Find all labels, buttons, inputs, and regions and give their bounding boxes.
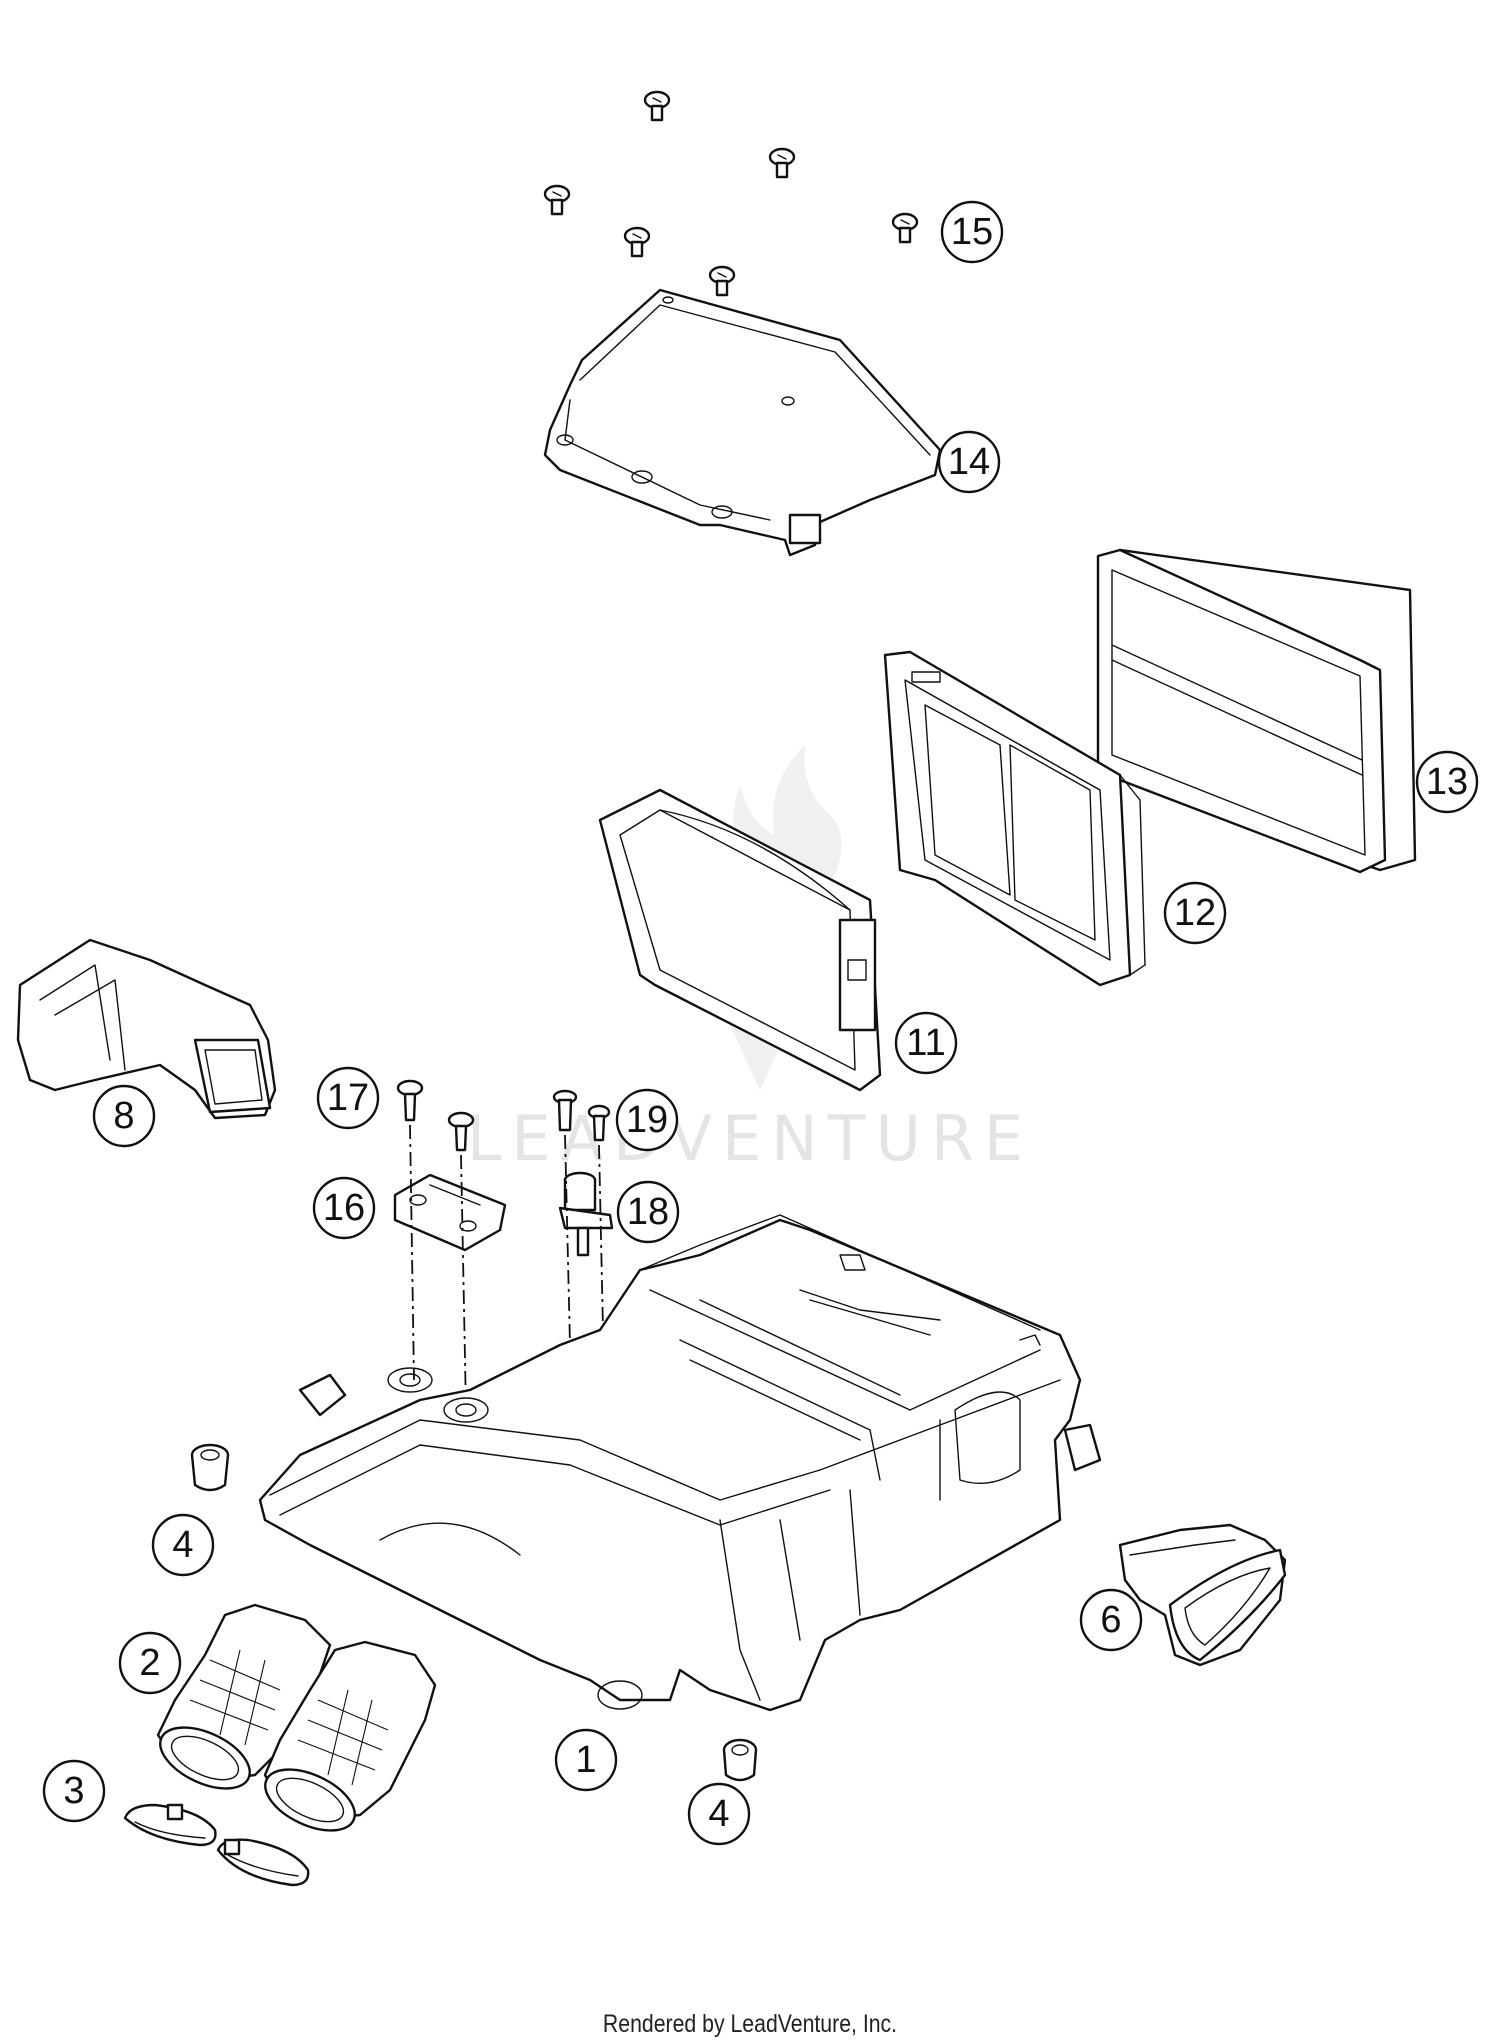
callout-19: 19	[615, 1088, 679, 1152]
clamps-3	[123, 1803, 310, 1887]
callout-label: 19	[626, 1099, 668, 1141]
callout-label: 12	[1174, 892, 1216, 934]
callout-17: 17	[316, 1066, 380, 1130]
callout-label: 4	[708, 1793, 729, 1835]
callout-label: 16	[323, 1187, 365, 1229]
grommet-4-lower	[722, 1738, 758, 1782]
callout-12: 12	[1163, 881, 1227, 945]
intake-manifold-2-right	[263, 1640, 437, 1832]
callout-label: 3	[63, 1770, 84, 1812]
callout-18: 18	[616, 1180, 680, 1244]
bracket-16	[393, 1173, 507, 1252]
callout-14: 14	[937, 430, 1001, 494]
filter-cage-12	[883, 650, 1146, 987]
airbox-body-1	[258, 1214, 1102, 1712]
footer-credit: Rendered by LeadVenture, Inc.	[602, 2010, 898, 2038]
filter-frame-11	[598, 788, 882, 1092]
callout-15: 15	[940, 200, 1004, 264]
screw-19	[552, 1089, 611, 1142]
callout-label: 15	[951, 211, 993, 253]
grommet-4-upper	[190, 1443, 230, 1492]
callout-16: 16	[312, 1176, 376, 1240]
callout-label: 6	[1100, 1599, 1121, 1641]
callout-2: 2	[118, 1631, 182, 1695]
callout-1: 1	[554, 1728, 618, 1792]
intake-boot-6	[1118, 1523, 1287, 1667]
intake-duct-8	[16, 938, 277, 1120]
callout-label: 14	[948, 441, 990, 483]
callout-4-upper: 4	[151, 1513, 215, 1577]
callout-label: 1	[575, 1739, 596, 1781]
callout-8: 8	[92, 1084, 156, 1148]
sensor-18	[558, 1171, 614, 1257]
callout-4-lower: 4	[687, 1782, 751, 1846]
callout-6: 6	[1079, 1588, 1143, 1652]
watermark-text: LEADVENTURE	[467, 1102, 1033, 1175]
callout-3: 3	[42, 1759, 106, 1823]
callout-label: 11	[906, 1022, 945, 1064]
screws-15	[543, 90, 919, 297]
airbox-cover-14	[543, 288, 942, 557]
assembly-lines	[409, 1124, 604, 1411]
air-filter-13	[1096, 548, 1417, 874]
callout-label: 8	[113, 1095, 134, 1137]
callout-11: 11	[894, 1011, 958, 1075]
callout-label: 18	[627, 1191, 669, 1233]
screw-17	[396, 1079, 475, 1152]
callout-label: 13	[1426, 761, 1468, 803]
callout-13: 13	[1415, 750, 1479, 814]
callout-label: 2	[139, 1642, 160, 1684]
callout-label: 4	[172, 1524, 193, 1566]
callout-label: 17	[327, 1077, 369, 1119]
